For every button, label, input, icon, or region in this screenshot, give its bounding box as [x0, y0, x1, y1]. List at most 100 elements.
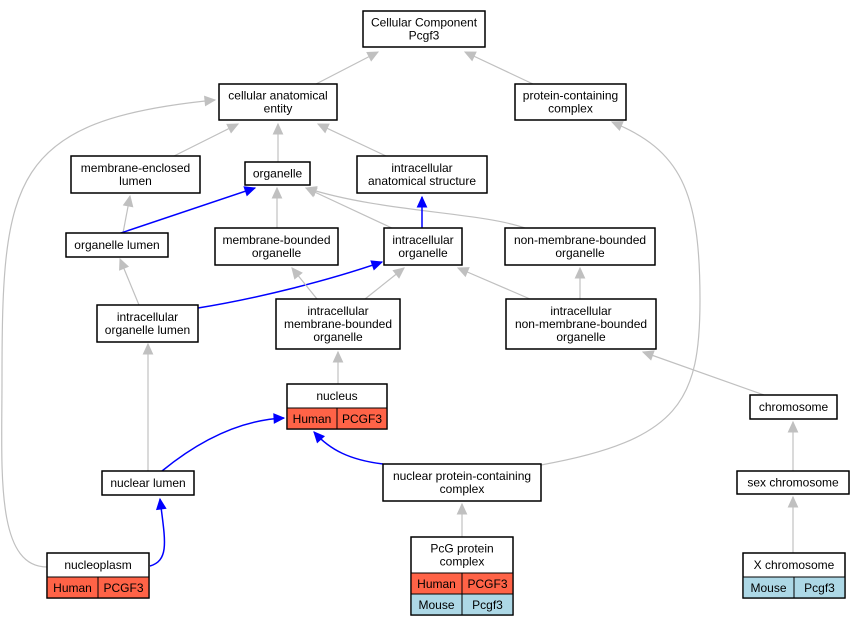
node-outline	[742, 552, 846, 599]
arrowhead-icon	[787, 495, 799, 508]
edge-line	[305, 187, 395, 230]
node-label-line: membrane-bounded	[284, 317, 392, 331]
edge-io-to-org	[304, 187, 395, 230]
arrowhead-icon	[204, 95, 217, 107]
node-outline	[514, 83, 627, 121]
node-label-line: organelle	[253, 167, 303, 181]
edge-org-to-cae	[272, 122, 284, 162]
node-outline	[70, 155, 201, 194]
node-label-line: non-membrane-bounded	[515, 317, 647, 331]
node-label-line: anatomical structure	[368, 174, 476, 188]
gene-label: Pcgf3	[804, 581, 835, 595]
edge-ol-to-mel	[122, 194, 134, 234]
node-label-line: complex	[440, 482, 485, 496]
arrowhead-icon	[304, 186, 318, 197]
edge-line	[117, 187, 256, 235]
edge-pcc-to-root	[463, 51, 534, 85]
node-label-line: organelle	[398, 246, 448, 260]
edge-line	[197, 261, 383, 309]
go-term-node-inmbo[interactable]: intracellularnon-membrane-boundedorganel…	[505, 298, 657, 350]
gene-label: PCGF3	[467, 577, 507, 591]
edge-ol-to-org	[117, 186, 257, 235]
edge-io-to-ias	[416, 195, 428, 228]
node-outline	[505, 298, 657, 350]
arrowhead-icon	[142, 342, 154, 355]
node-label-line: organelle	[252, 246, 302, 260]
edge-line	[642, 351, 765, 396]
node-label-line: organelle	[313, 330, 363, 344]
node-label-line: intracellular	[117, 310, 178, 324]
arrowhead-icon	[119, 257, 130, 271]
node-outline	[356, 155, 488, 194]
edge-line	[540, 121, 701, 466]
arrowhead-icon	[291, 267, 303, 280]
edge-line	[161, 417, 285, 472]
gene-label: Pcgf3	[472, 598, 503, 612]
go-term-node-ol[interactable]: organelle lumen	[65, 232, 169, 258]
edge-mbo-to-org	[271, 186, 283, 228]
node-outline	[410, 536, 514, 616]
arrowhead-icon	[122, 194, 134, 208]
node-outline	[46, 552, 150, 599]
node-outline	[749, 394, 838, 420]
node-label-line: non-membrane-bounded	[514, 233, 646, 247]
arrowhead-icon	[226, 123, 240, 134]
annotation-row-mouse: Mouse Pcgf3	[410, 593, 514, 616]
go-term-node-nl[interactable]: nuclear lumen	[101, 470, 195, 496]
node-label-line: organelle	[556, 330, 606, 344]
species-label: Human	[53, 581, 92, 595]
node-label-line: PcG protein	[430, 542, 493, 556]
edge-sexc-to-chr	[787, 420, 799, 471]
arrowhead-icon	[463, 51, 477, 62]
species-label: Human	[417, 577, 456, 591]
node-label-line: intracellular	[307, 304, 368, 318]
node-outline	[382, 463, 542, 502]
edge-pcg-to-npcc	[456, 502, 468, 537]
arrowhead-icon	[272, 122, 284, 135]
node-label-line: Pcgf3	[409, 29, 440, 43]
edge-line	[457, 267, 531, 300]
go-term-node-sexc[interactable]: sex chromosome	[736, 470, 850, 495]
edge-iol-to-ol	[119, 257, 140, 306]
go-term-node-org[interactable]: organelle	[244, 161, 311, 186]
edge-chr-to-inmbo	[641, 350, 765, 396]
species-label: Mouse	[418, 598, 454, 612]
node-label-line: cellular anatomical	[228, 89, 327, 103]
arrowhead-icon	[610, 121, 624, 132]
edge-line	[149, 498, 166, 567]
edge-nl-to-nuc	[161, 413, 286, 472]
edge-line	[315, 51, 379, 85]
node-frame	[70, 155, 201, 194]
node-label-line: membrane-enclosed	[81, 161, 190, 175]
node-outline	[65, 232, 169, 258]
node-label-line: nucleus	[316, 389, 357, 403]
node-label-line: nucleoplasm	[64, 558, 131, 572]
node-label-line: intracellular	[391, 161, 452, 175]
node-label-line: membrane-bounded	[222, 233, 330, 247]
edge-nl-to-iol	[142, 342, 154, 471]
node-frame	[356, 155, 488, 194]
node-outline	[383, 227, 463, 266]
arrowhead-icon	[416, 195, 428, 208]
node-label-line: complex	[440, 555, 485, 569]
edge-npcc-to-nuc	[313, 431, 384, 465]
go-term-node-chr[interactable]: chromosome	[749, 394, 838, 420]
